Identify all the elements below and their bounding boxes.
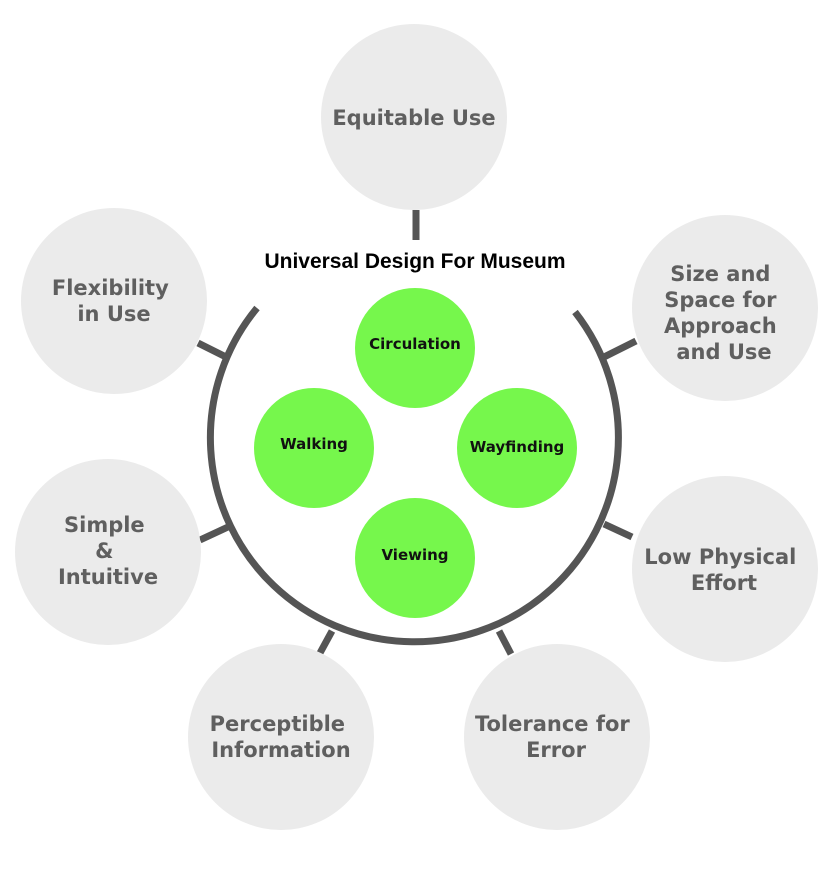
principle-label-low-physical-effort: Low Physical Effort: [644, 545, 803, 595]
principle-label-tolerance-for-error: Tolerance for Error: [475, 712, 637, 762]
aspect-label-wayfinding: Wayfinding: [470, 438, 565, 456]
aspect-label-viewing: Viewing: [381, 546, 448, 564]
principle-circle-flexibility-in-use: [21, 208, 207, 394]
principle-circle-perceptible-information: [188, 644, 374, 830]
principle-label-flexibility-in-use: Flexibility in Use: [52, 276, 176, 326]
connector-perceptible-information: [316, 629, 336, 655]
connector-low-physical-effort: [602, 520, 634, 541]
aspect-label-walking: Walking: [280, 435, 348, 453]
principle-circle-low-physical-effort: [632, 476, 818, 662]
principle-circles: [15, 24, 818, 830]
principle-circle-tolerance-for-error: [464, 644, 650, 830]
aspect-circle-walking: [254, 388, 374, 508]
principle-label-simple-intuitive: Simple & Intuitive: [58, 513, 158, 589]
connector-flexibility-in-use: [196, 339, 228, 361]
diagram-title: Universal Design For Museum: [264, 250, 565, 273]
connector-size-and-space: [602, 337, 638, 361]
principle-circle-size-and-space: [632, 215, 818, 401]
aspect-circle-circulation: [355, 288, 475, 408]
central-ring: [206, 305, 622, 646]
connector-simple-intuitive: [198, 523, 230, 544]
aspect-circle-wayfinding: [457, 388, 577, 508]
connector-tolerance-for-error: [495, 629, 515, 656]
aspect-label-circulation: Circulation: [369, 335, 461, 353]
principle-circle-simple-intuitive: [15, 459, 201, 645]
aspect-circles: [254, 288, 577, 618]
aspect-circle-viewing: [355, 498, 475, 618]
principle-circle-equitable-use: [321, 24, 507, 210]
connectors: [196, 210, 638, 656]
principle-label-equitable-use: Equitable Use: [332, 106, 495, 130]
principle-label-size-and-space: Size and Space for Approach and Use: [664, 262, 784, 364]
principle-label-perceptible-information: Perceptible Information: [210, 712, 353, 762]
